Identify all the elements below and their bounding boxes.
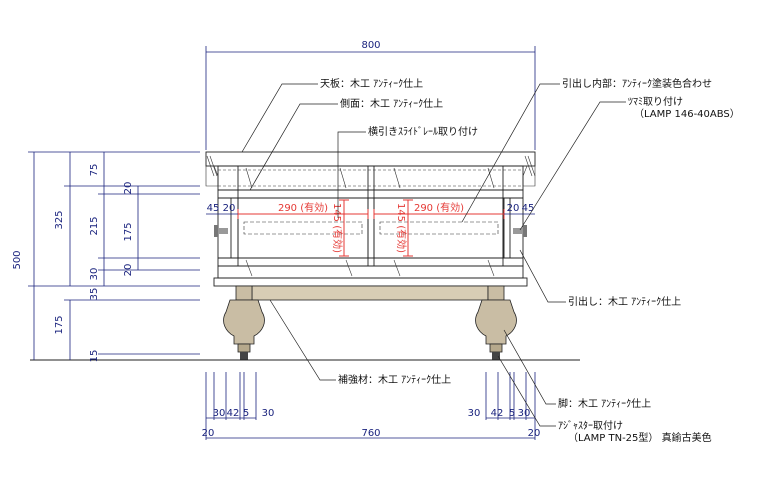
label-knob: ﾂﾏﾐ取り付け	[628, 95, 683, 108]
vertical-dimensions: 500 325 75 215 30 35 20 175 20 175 15	[12, 151, 200, 363]
side-offset-dims: 45 20 20 45	[206, 203, 535, 215]
svg-text:45: 45	[207, 203, 220, 214]
svg-text:15: 15	[89, 350, 100, 363]
drawer-effective-dims: 290 (有効) 290 (有効) 145 (有効) 145 (有効)	[237, 199, 505, 257]
svg-text:30: 30	[262, 408, 275, 419]
svg-text:5: 5	[243, 408, 249, 419]
svg-text:215: 215	[89, 216, 100, 235]
svg-text:20: 20	[528, 428, 541, 439]
reinforcement-rail	[251, 285, 489, 301]
annotations: 天板：木工 ｱﾝﾃｨｰｸ仕上 側面：木工 ｱﾝﾃｨｰｸ仕上 横引きｽﾗｲﾄﾞﾚｰ…	[241, 77, 740, 444]
svg-text:45: 45	[522, 203, 535, 214]
top-board	[205, 151, 536, 167]
label-top-board: 天板：木工 ｱﾝﾃｨｰｸ仕上	[320, 77, 423, 90]
svg-text:35: 35	[89, 288, 100, 301]
svg-text:75: 75	[89, 164, 100, 177]
dim-drawer-h-left: 145 (有効)	[331, 203, 344, 253]
svg-text:30: 30	[213, 408, 226, 419]
svg-text:30: 30	[468, 408, 481, 419]
dim-drawer-w-left: 290 (有効)	[278, 201, 328, 214]
svg-text:20: 20	[202, 428, 215, 439]
label-drawer-inner: 引出し内部：ｱﾝﾃｨｰｸ塗装色合わせ	[562, 77, 712, 90]
svg-text:20: 20	[223, 203, 236, 214]
svg-text:30: 30	[518, 408, 531, 419]
svg-text:325: 325	[54, 210, 65, 229]
label-slide-rail: 横引きｽﾗｲﾄﾞﾚｰﾙ取り付け	[368, 125, 478, 138]
svg-text:175: 175	[54, 315, 65, 334]
svg-text:175: 175	[123, 222, 134, 241]
crown-left	[205, 165, 219, 187]
knob-left-icon	[214, 225, 228, 237]
dim-total-height: 500	[12, 250, 23, 269]
knob-right-icon	[513, 225, 527, 237]
top-width-dimension: 800	[205, 40, 536, 150]
dim-bottom-width: 760	[361, 428, 380, 439]
leg-right	[475, 285, 517, 360]
svg-text:20: 20	[507, 203, 520, 214]
dim-drawer-w-right: 290 (有効)	[414, 201, 464, 214]
cabinet-body	[205, 151, 536, 287]
label-adjuster: ｱｼﾞｬｽﾀｰ取付け	[558, 419, 623, 432]
svg-text:42: 42	[227, 408, 240, 419]
drawer-right	[373, 197, 511, 259]
svg-text:5: 5	[509, 408, 515, 419]
svg-text:20: 20	[123, 182, 134, 195]
bottom-dimensions: 30 42 5 30 30 42 5 30 20 760 20	[202, 372, 541, 440]
crown-right	[522, 165, 536, 187]
drawer-left	[230, 197, 369, 259]
leg-left	[223, 285, 265, 360]
label-leg: 脚：木工 ｱﾝﾃｨｰｸ仕上	[558, 397, 651, 410]
label-reinforcement: 補強材：木工 ｱﾝﾃｨｰｸ仕上	[338, 373, 451, 386]
dim-top-width: 800	[361, 40, 380, 51]
dim-drawer-h-right: 145 (有効)	[395, 203, 408, 253]
label-side-panel: 側面：木工 ｱﾝﾃｨｰｸ仕上	[340, 97, 443, 110]
label-knob-model: （LAMP 146-40ABS）	[634, 108, 740, 120]
svg-text:42: 42	[491, 408, 504, 419]
label-adjuster-model: （LAMP TN-25型） 真鍮古美色	[568, 431, 712, 444]
label-drawer: 引出し：木工 ｱﾝﾃｨｰｸ仕上	[568, 295, 681, 308]
svg-text:30: 30	[89, 268, 100, 281]
